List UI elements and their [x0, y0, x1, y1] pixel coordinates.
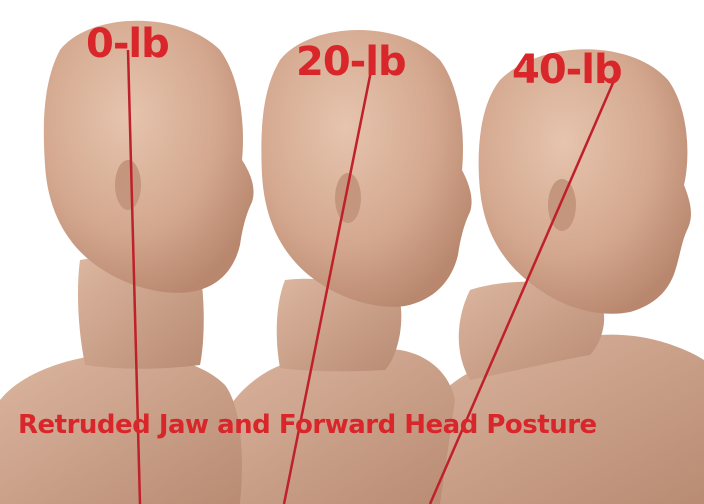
weight-label-0lb: 0-lb	[86, 22, 169, 66]
caption: Retruded Jaw and Forward Head Posture	[18, 408, 597, 442]
weight-label-40lb: 40-lb	[512, 48, 622, 92]
ear-neutral	[115, 160, 141, 210]
weight-label-20lb: 20-lb	[296, 40, 406, 84]
